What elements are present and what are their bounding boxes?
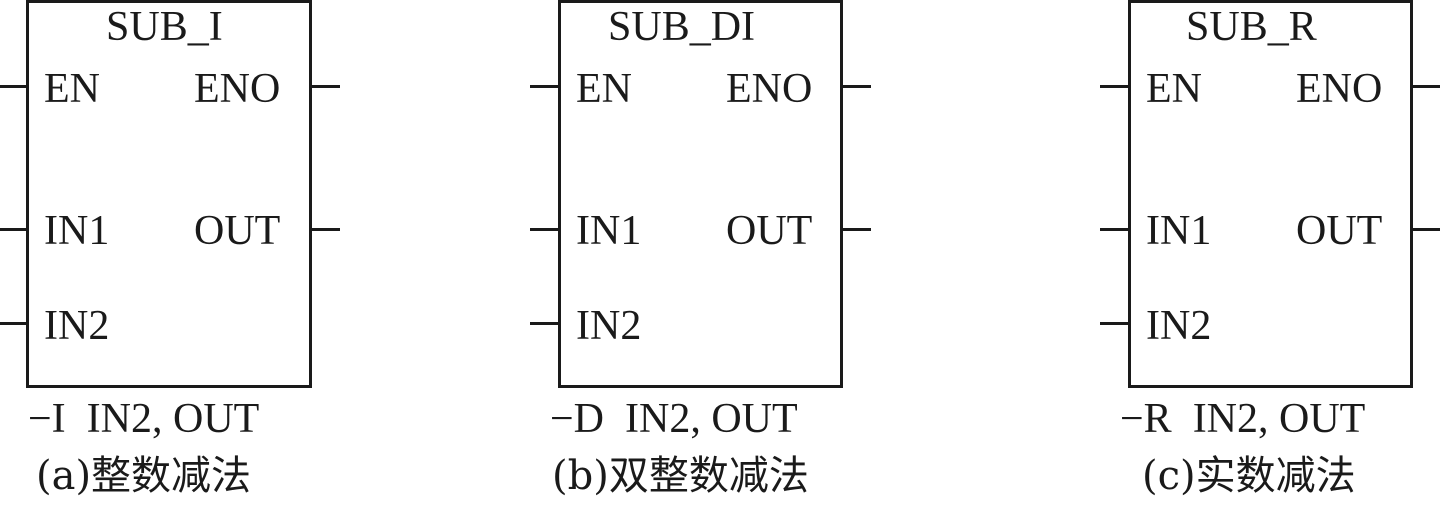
function-box: [26, 0, 312, 388]
stl-instruction: −R IN2, OUT: [1120, 396, 1366, 442]
in2-pin-label: IN2: [576, 303, 642, 349]
in2-input-wire: [1100, 322, 1130, 325]
eno-output-wire: [1411, 85, 1440, 88]
in1-pin-label: IN1: [44, 208, 110, 254]
out-output-wire: [310, 228, 340, 231]
eno-pin-label: ENO: [1296, 66, 1383, 112]
en-pin-label: EN: [44, 66, 100, 112]
en-input-wire: [530, 85, 560, 88]
block-title: SUB_DI: [608, 4, 756, 50]
sub-di-block: SUB_DI EN ENO IN1 OUT IN2 −D IN2, OUT (b…: [530, 0, 930, 509]
stl-instruction: −I IN2, OUT: [28, 396, 260, 442]
en-pin-label: EN: [1146, 66, 1202, 112]
in2-pin-label: IN2: [1146, 303, 1212, 349]
block-caption: (a)整数减法: [36, 453, 252, 499]
sub-i-block: SUB_I EN ENO IN1 OUT IN2 −I IN2, OUT (a)…: [0, 0, 400, 509]
out-pin-label: OUT: [1296, 208, 1383, 254]
out-pin-label: OUT: [726, 208, 813, 254]
function-box: [1128, 0, 1413, 388]
en-input-wire: [1100, 85, 1130, 88]
in1-input-wire: [1100, 228, 1130, 231]
eno-output-wire: [310, 85, 340, 88]
in2-pin-label: IN2: [44, 303, 110, 349]
block-caption: (c)实数减法: [1142, 453, 1356, 499]
in2-input-wire: [0, 322, 28, 325]
stl-instruction: −D IN2, OUT: [550, 396, 798, 442]
sub-r-block: SUB_R EN ENO IN1 OUT IN2 −R IN2, OUT (c)…: [1100, 0, 1440, 509]
in1-input-wire: [0, 228, 28, 231]
block-title: SUB_I: [106, 4, 223, 50]
eno-output-wire: [841, 85, 871, 88]
in1-pin-label: IN1: [576, 208, 642, 254]
function-box: [558, 0, 843, 388]
en-pin-label: EN: [576, 66, 632, 112]
block-caption: (b)双整数减法: [552, 453, 809, 499]
in1-pin-label: IN1: [1146, 208, 1212, 254]
en-input-wire: [0, 85, 28, 88]
eno-pin-label: ENO: [194, 66, 281, 112]
eno-pin-label: ENO: [726, 66, 813, 112]
in2-input-wire: [530, 322, 560, 325]
block-title: SUB_R: [1186, 4, 1317, 50]
in1-input-wire: [530, 228, 560, 231]
out-output-wire: [841, 228, 871, 231]
out-pin-label: OUT: [194, 208, 281, 254]
out-output-wire: [1411, 228, 1440, 231]
